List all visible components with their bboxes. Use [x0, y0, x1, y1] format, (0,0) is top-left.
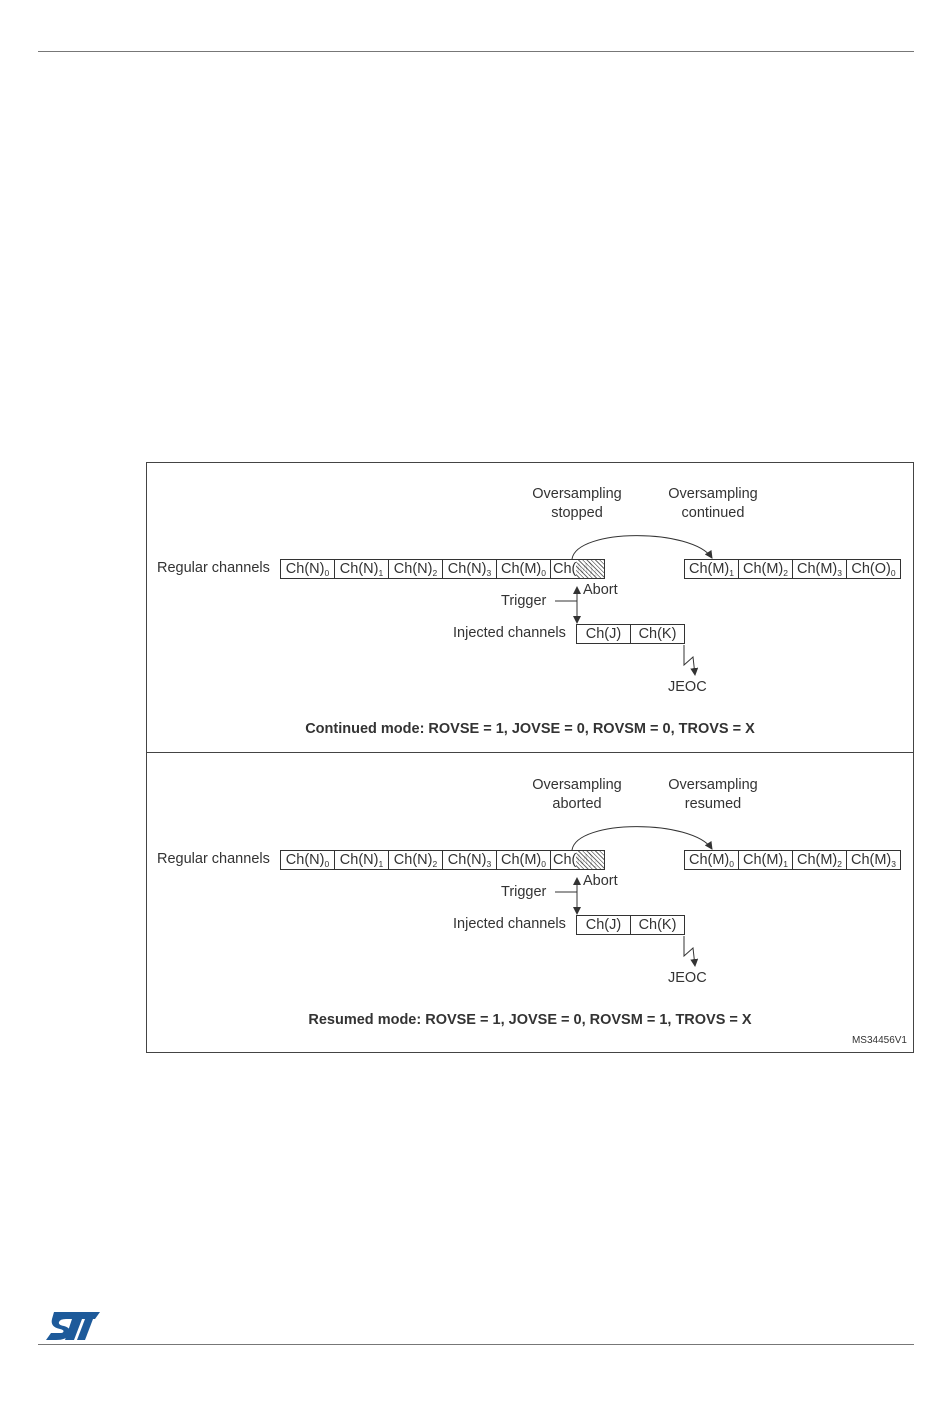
regular-cell: Ch(M)3 [846, 850, 901, 870]
injected-cell: Ch(K) [630, 624, 685, 644]
injected-cell: Ch(K) [630, 915, 685, 935]
regular-cell: Ch(N)3 [442, 559, 497, 579]
panel-caption: Resumed mode: ROVSE = 1, JOVSE = 0, ROVS… [308, 1012, 752, 1028]
abort-label: Abort [583, 582, 618, 598]
regular-cell: Ch(M)1 [738, 850, 793, 870]
regular-cell: Ch(M)0 [496, 559, 551, 579]
jump-arc [571, 535, 713, 560]
footer-rule [38, 1344, 914, 1345]
regular-cell: Ch(M)1 [684, 559, 739, 579]
jeoc-signal [683, 936, 699, 967]
regular-cell: Ch(N)2 [388, 850, 443, 870]
panel-connectors [555, 535, 713, 676]
header-rule [38, 51, 914, 52]
regular-channels-label: Regular channels [157, 851, 270, 867]
jeoc-signal [683, 645, 699, 676]
regular-cell: Ch(M)3 [792, 559, 847, 579]
trigger-label: Trigger [501, 884, 547, 900]
regular-cell: Ch(M)0 [684, 850, 739, 870]
annotation-oversampling-continued: Oversampling continued [668, 486, 758, 521]
st-logo-icon [46, 1312, 100, 1340]
injected-cell: Ch(J) [576, 624, 631, 644]
regular-channels-label: Regular channels [157, 560, 270, 576]
regular-cell: Ch(N)0 [280, 850, 335, 870]
injected-channels-label: Injected channels [453, 625, 566, 641]
aborted-cell: Ch(M)1 [550, 559, 605, 579]
panel-continued-mode: Oversampling stopped Oversampling contin… [147, 463, 913, 752]
regular-cell: Ch(N)1 [334, 850, 389, 870]
jump-arc [571, 826, 713, 851]
regular-cell: Ch(N)1 [334, 559, 389, 579]
aborted-cell: Ch(M)1 [550, 850, 605, 870]
injected-channels-label: Injected channels [453, 916, 566, 932]
panel-divider [147, 752, 913, 753]
figure-doc-id: MS34456V1 [851, 1035, 907, 1046]
panel-resumed-mode: Oversampling aborted Oversampling resume… [147, 754, 913, 1052]
injected-cell: Ch(J) [576, 915, 631, 935]
regular-cell: Ch(M)2 [792, 850, 847, 870]
jeoc-label: JEOC [668, 679, 707, 695]
annotation-oversampling-aborted: Oversampling aborted [532, 777, 622, 812]
regular-cell: Ch(M)0 [496, 850, 551, 870]
regular-cell: Ch(N)3 [442, 850, 497, 870]
aborted-hatch [576, 560, 604, 578]
trigger-label: Trigger [501, 593, 547, 609]
panel-connectors [555, 826, 713, 967]
abort-label: Abort [583, 873, 618, 889]
regular-cell: Ch(N)0 [280, 559, 335, 579]
regular-cell: Ch(O)0 [846, 559, 901, 579]
panel-caption: Continued mode: ROVSE = 1, JOVSE = 0, RO… [305, 721, 755, 737]
regular-cell: Ch(M)2 [738, 559, 793, 579]
annotation-oversampling-resumed: Oversampling resumed [668, 777, 758, 812]
oversampling-figure: Oversampling stopped Oversampling contin… [146, 462, 914, 1053]
annotation-oversampling-stopped: Oversampling stopped [532, 486, 622, 521]
jeoc-label: JEOC [668, 970, 707, 986]
aborted-hatch [576, 851, 604, 869]
regular-cell: Ch(N)2 [388, 559, 443, 579]
